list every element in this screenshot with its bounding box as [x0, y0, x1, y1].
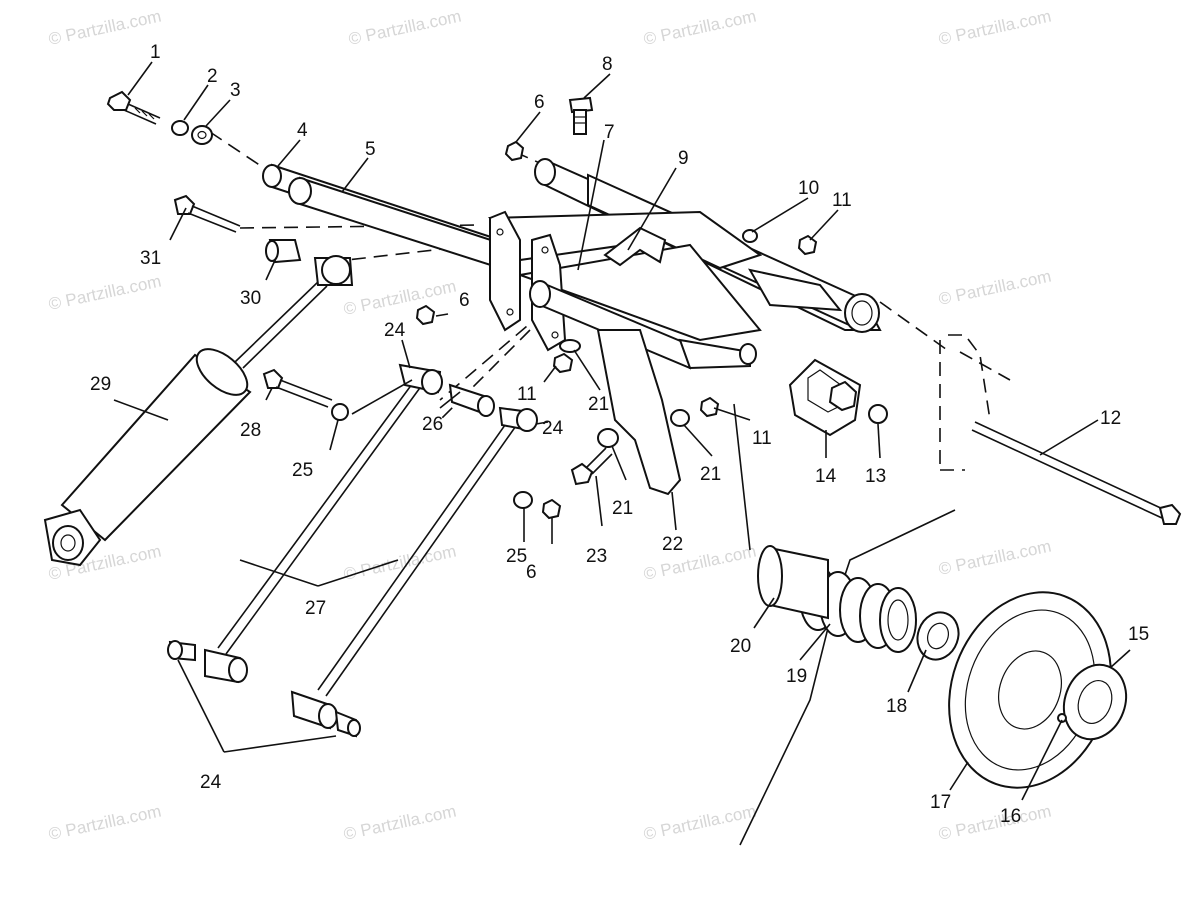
callout-14: 14	[815, 466, 837, 487]
callout-30: 30	[240, 288, 261, 309]
part-8-bolt	[568, 96, 594, 135]
hardware	[331, 140, 888, 520]
callout-11: 11	[752, 428, 772, 449]
part-1-bolt	[106, 90, 161, 125]
callout-23: 23	[586, 546, 607, 567]
callout-22: 22	[662, 534, 683, 555]
callout-9: 9	[678, 148, 689, 169]
part-29-shock	[43, 279, 328, 567]
callout-2: 2	[207, 66, 218, 87]
callouts: 1 2 3 4 5 6 8 7 9 10 11 31 30 6 24 29 11…	[90, 42, 1149, 827]
part-27-link-rods	[167, 363, 538, 738]
part-11-nut	[797, 234, 818, 256]
callout-11: 11	[517, 384, 537, 405]
watermark: © Partzilla.com	[937, 802, 1053, 844]
callout-31: 31	[140, 248, 161, 269]
part-31-bolt	[173, 194, 241, 233]
callout-21: 21	[588, 394, 609, 415]
callout-17: 17	[930, 792, 951, 813]
watermark: © Partzilla.com	[342, 802, 458, 844]
part-11-nut	[699, 396, 720, 418]
watermark: © Partzilla.com	[47, 272, 163, 314]
callout-26: 26	[422, 414, 443, 435]
watermark: © Partzilla.com	[342, 277, 458, 319]
callout-15: 15	[1128, 624, 1149, 645]
watermark: © Partzilla.com	[347, 7, 463, 49]
watermark: © Partzilla.com	[642, 802, 758, 844]
callout-18: 18	[886, 696, 907, 717]
callout-12: 12	[1100, 408, 1121, 429]
part-21-washer	[670, 409, 690, 427]
part-13-washer	[868, 404, 888, 424]
callout-24: 24	[200, 772, 222, 793]
watermark: © Partzilla.com	[642, 542, 758, 584]
callout-24: 24	[542, 418, 564, 439]
part-11-nut	[552, 352, 574, 374]
callout-21: 21	[700, 464, 721, 485]
callout-27: 27	[305, 598, 326, 619]
part-25-washer	[331, 403, 349, 421]
part-28-bolt	[262, 368, 333, 408]
watermark: © Partzilla.com	[937, 537, 1053, 579]
callout-25: 25	[506, 546, 527, 567]
callout-4: 4	[297, 120, 308, 141]
callout-5: 5	[365, 139, 376, 160]
part-6-nut	[415, 304, 436, 326]
callout-20: 20	[730, 636, 751, 657]
callout-29: 29	[90, 374, 111, 395]
part-25-washer	[513, 491, 533, 509]
callout-3: 3	[230, 80, 241, 101]
part-30-bushing	[265, 239, 354, 286]
watermark: © Partzilla.com	[47, 7, 163, 49]
callout-16: 16	[1000, 806, 1021, 827]
callout-6: 6	[526, 562, 537, 583]
part-6-nut	[541, 498, 562, 520]
callout-10: 10	[798, 178, 819, 199]
callout-11: 11	[832, 190, 852, 211]
part-6-nut	[504, 140, 525, 162]
dashed-guide	[948, 334, 991, 421]
part-26-bushing	[448, 383, 495, 417]
callout-24: 24	[384, 320, 406, 341]
watermark: © Partzilla.com	[642, 7, 758, 49]
callout-25: 25	[292, 460, 313, 481]
part-23-bolt	[570, 447, 613, 486]
leader-lines	[113, 61, 1131, 801]
part-17-idler-wheel	[948, 591, 1112, 789]
part-15-hub	[1057, 663, 1128, 741]
callout-19: 19	[786, 666, 807, 687]
part-12-long-bolt	[971, 421, 1182, 525]
watermark: © Partzilla.com	[47, 802, 163, 844]
callout-1: 1	[150, 42, 161, 63]
part-4-5-front-shaft	[262, 163, 501, 270]
part-21-washer	[559, 339, 581, 353]
part-18-washer	[916, 611, 960, 661]
callout-8: 8	[602, 54, 613, 75]
part-20-bushing	[757, 545, 829, 620]
part-14-bracket	[788, 358, 862, 437]
callout-28: 28	[240, 420, 261, 441]
watermark: © Partzilla.com	[342, 542, 458, 584]
callout-13: 13	[865, 466, 886, 487]
watermark: © Partzilla.com	[937, 267, 1053, 309]
part-10-washer	[742, 229, 758, 243]
part-3-washer	[191, 125, 213, 145]
part-21-washer	[597, 428, 619, 448]
lower-shaft	[529, 280, 757, 370]
callout-6: 6	[534, 92, 545, 113]
watermark: © Partzilla.com	[937, 7, 1053, 49]
callout-6: 6	[459, 290, 470, 311]
callout-7: 7	[604, 122, 615, 143]
callout-21: 21	[612, 498, 633, 519]
part-2-lock-washer	[171, 120, 189, 136]
part-22-arm	[596, 329, 682, 496]
